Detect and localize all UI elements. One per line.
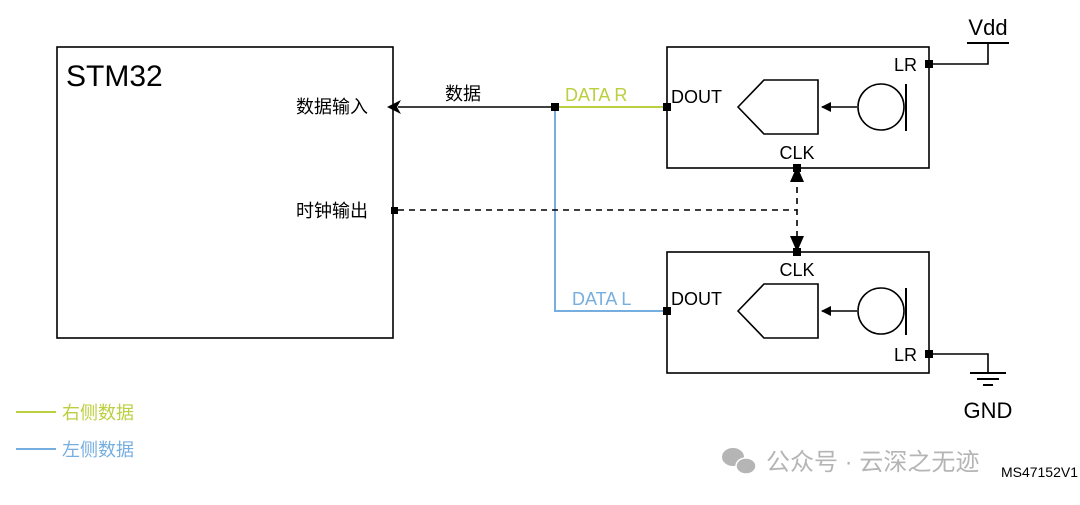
stm32-block (56, 46, 394, 339)
mic-top-microphone-icon (857, 83, 905, 131)
mic-top-lr-pin (925, 60, 933, 68)
mic-bottom-microphone-icon (857, 287, 905, 335)
data-signal-label: 数据 (445, 84, 481, 104)
data-r-label: DATA R (565, 85, 627, 105)
vdd-label: Vdd (968, 15, 1007, 40)
stm32-data-input-label: 数据输入 (296, 97, 368, 117)
figure-code: MS47152V1 (1001, 464, 1078, 480)
mic-bottom-dout-label: DOUT (671, 289, 722, 309)
mic-top-dout-label: DOUT (671, 87, 722, 107)
stm32-title: STM32 (66, 60, 163, 93)
mic-bottom-clk-pin (793, 248, 801, 256)
mic-top-clk-label: CLK (779, 143, 814, 163)
gnd-label: GND (964, 398, 1013, 423)
data-l-label: DATA L (572, 289, 631, 309)
clock-arrowhead-up (790, 166, 804, 182)
mic-top-dout-pin (663, 103, 671, 111)
mic-bottom-lr-pin (925, 350, 933, 358)
data-junction-node (551, 103, 559, 111)
mic-bottom-amplifier (736, 283, 819, 339)
mic-top-lr-label: LR (894, 55, 917, 75)
stm32-clock-output-label: 时钟输出 (296, 201, 368, 221)
mic-bottom-lr-label: LR (894, 345, 917, 365)
mic-bottom-dout-pin (663, 307, 671, 315)
gnd-wire (933, 353, 989, 372)
vdd-wire (933, 43, 989, 65)
wechat-icon (722, 448, 757, 475)
mic-bottom-clk-label: CLK (779, 260, 814, 280)
data-l-line (554, 111, 664, 312)
mic-top-clk-pin (793, 164, 801, 172)
clock-arrowhead-down (790, 236, 804, 252)
mic-top-amplifier (736, 79, 819, 135)
clock-out-node (391, 207, 398, 214)
watermark-text: 公众号 · 云深之无迹 (766, 449, 979, 476)
data-in-arrowhead (387, 100, 401, 114)
legend-left-label: 左侧数据 (62, 440, 134, 460)
legend-right-label: 右侧数据 (62, 403, 134, 423)
